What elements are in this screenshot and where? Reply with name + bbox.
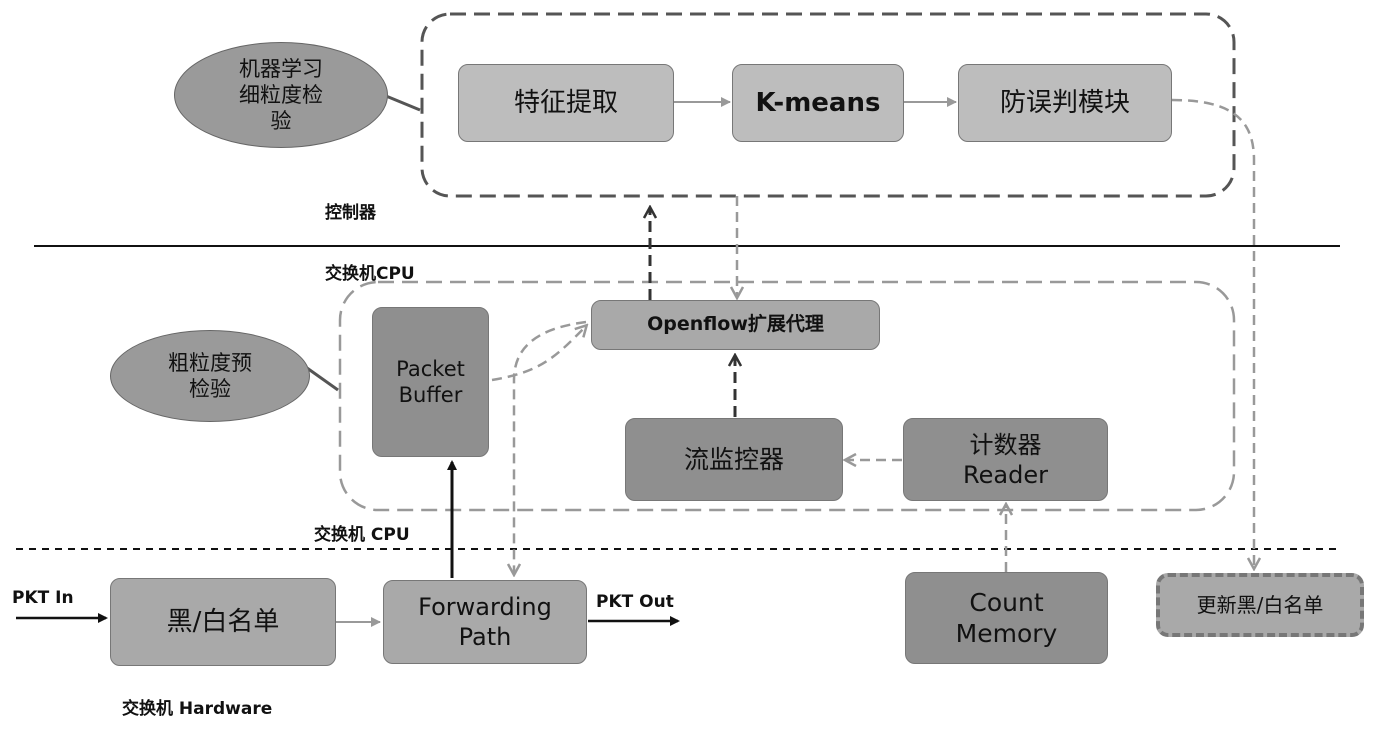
fine-check-connector: [385, 94, 421, 112]
counter-reader-box: 计数器 Reader: [903, 418, 1108, 501]
openflow-agent-box: Openflow扩展代理: [591, 300, 880, 350]
feature-extraction-box: 特征提取: [458, 64, 674, 142]
switch-cpu-bottom-label: 交换机 CPU: [314, 525, 410, 545]
count-memory-box: Count Memory: [905, 572, 1108, 664]
forwarding-path-box: Forwarding Path: [383, 580, 587, 664]
switch-cpu-top-label: 交换机CPU: [325, 264, 415, 284]
pkt-out-label: PKT Out: [596, 592, 674, 612]
pkt-in-label: PKT In: [12, 588, 74, 608]
arrow-antimisjudge-to-update: [1171, 98, 1254, 568]
arrow-openflow-to-forwarding: [514, 320, 587, 574]
coarse-grained-check-ellipse: 粗粒度预 检验: [110, 330, 310, 422]
anti-misjudge-box: 防误判模块: [958, 64, 1172, 142]
flow-monitor-box: 流监控器: [625, 418, 843, 501]
arrow-buffer-to-openflow: [491, 326, 586, 382]
blacklist-whitelist-box: 黑/白名单: [110, 578, 336, 666]
fine-grained-check-ellipse: 机器学习 细粒度检 验: [174, 42, 388, 148]
switch-cpu-region: [338, 280, 1236, 512]
controller-label: 控制器: [325, 203, 376, 223]
packet-buffer-box: Packet Buffer: [372, 307, 489, 457]
controller-region: [420, 12, 1236, 198]
update-list-box: 更新黑/白名单: [1156, 573, 1364, 637]
coarse-check-connector: [306, 366, 339, 392]
kmeans-box: K-means: [732, 64, 904, 142]
switch-hardware-label: 交换机 Hardware: [122, 699, 273, 719]
